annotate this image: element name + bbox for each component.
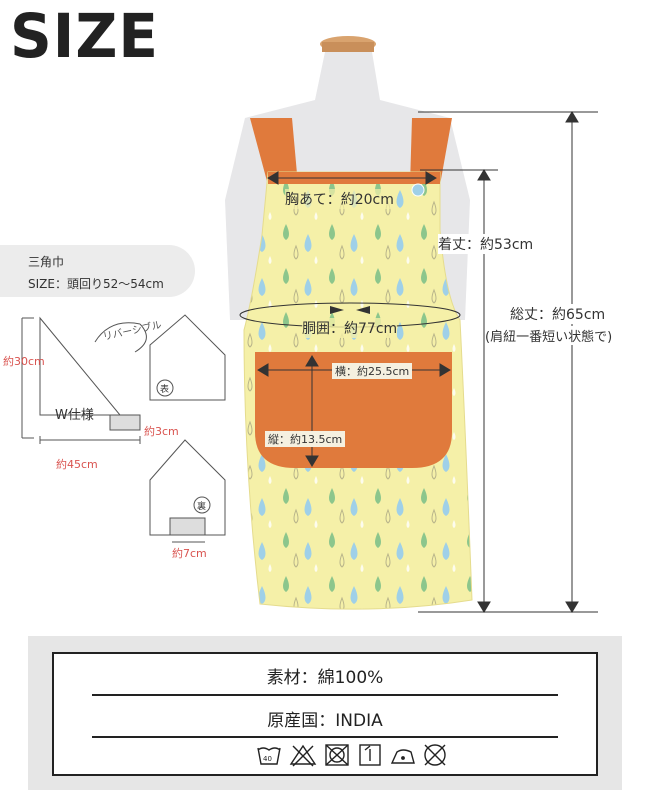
dim-7-label: 約7cm	[172, 547, 207, 560]
chest-width-label: 胸あて：約20cm	[285, 189, 394, 209]
svg-text:40: 40	[263, 755, 272, 763]
no-bleach-icon	[289, 744, 317, 767]
no-tumble-dry-icon	[325, 744, 349, 766]
drip-dry-icon	[359, 744, 381, 766]
right-strap	[410, 118, 452, 185]
pocket-width-label: 横：約25.5cm	[332, 363, 413, 379]
total-length-label: 総丈：約65cm	[510, 304, 606, 324]
left-strap	[250, 118, 298, 185]
origin-label: 原産国：INDIA	[267, 711, 383, 731]
kerchief-size: SIZE：頭回り52～54cm	[28, 277, 164, 291]
info-box	[52, 652, 598, 776]
dim-45-label: 約45cm	[56, 458, 98, 471]
material-label: 素材：綿100%	[266, 668, 384, 688]
kerchief-title: 三角巾	[28, 255, 65, 269]
iron-low-icon	[390, 749, 415, 764]
size-title: SIZE	[10, 0, 160, 72]
dim-30-label: 約30cm	[3, 355, 45, 368]
pocket-height-label: 縦：約13.5cm	[265, 431, 346, 447]
strap-button	[411, 183, 425, 197]
total-length-note: (肩紐一番短い状態で)	[485, 326, 613, 345]
front-badge: 表	[160, 385, 170, 395]
kerchief-diagrams	[21, 314, 226, 543]
back-badge: 裏	[197, 502, 207, 512]
waist-label: 胴囲：約77cm	[302, 318, 398, 338]
back-badge-circle	[193, 496, 211, 514]
care-icons: 40	[257, 744, 446, 767]
w-style-label: W仕様	[55, 408, 94, 423]
no-dry-clean-icon	[424, 744, 446, 766]
dim-3-label: 約3cm	[144, 425, 179, 438]
divider	[92, 736, 558, 738]
wash-40-icon: 40	[257, 747, 281, 765]
front-badge-circle	[156, 379, 174, 397]
kerchief-info-box	[0, 245, 195, 297]
length-label: 着丈：約53cm	[438, 234, 534, 254]
divider	[92, 694, 558, 696]
